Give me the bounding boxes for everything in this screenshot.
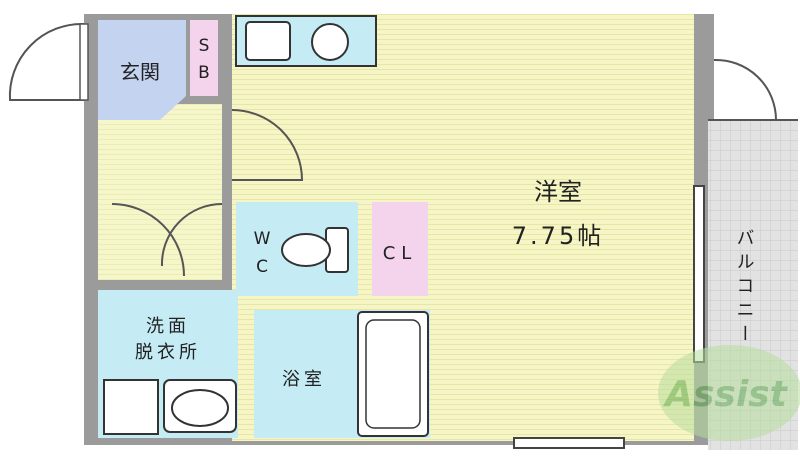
corridor-stripes [98,104,222,280]
stove-icon [311,23,349,61]
closet-floor [372,202,428,296]
western-room-size: 7.75帖 [512,222,604,250]
shoe-box-label-1: S [199,36,210,56]
toilet-label-1: W [254,229,271,249]
watermark-text: Assist [662,374,788,415]
balcony-window [693,185,705,363]
south-window [513,437,625,449]
toilet-icon [281,233,331,267]
washroom-label-1: 洗面 [146,316,190,337]
washer-icon [103,379,159,435]
entrance-door [79,23,89,101]
assist-logo-watermark: Assist [658,345,800,441]
entrance-floor [98,20,186,120]
shoe-box-label-2: B [198,63,210,83]
washroom-door-swing [111,203,185,277]
closet-label: CL [383,243,418,264]
entrance-door-swing [8,22,85,101]
basin-bowl-icon [171,389,229,427]
entrance-label: 玄関 [120,60,160,84]
shoe-box-floor [190,20,218,96]
room-door-swing [231,109,304,181]
toilet-label-2: C [256,257,268,277]
toilet-door-swing [160,203,223,267]
balcony-label: バルコニー [734,228,755,348]
bathroom-label: 浴室 [282,369,326,390]
sink-icon [245,21,291,61]
western-room-name: 洋室 [534,178,582,206]
washroom-label-2: 脱衣所 [135,342,201,363]
kitchen-niche-floor [376,14,666,52]
balcony-door-swing [713,58,777,121]
bathtub-inner [365,319,421,429]
